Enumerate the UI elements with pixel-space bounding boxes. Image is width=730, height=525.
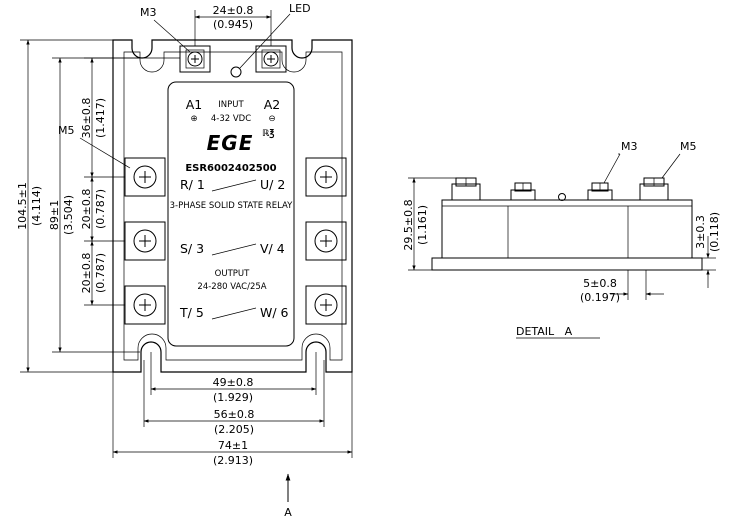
terminal-s3-label: S/ 3: [180, 241, 204, 256]
detail-title: DETAIL A: [516, 325, 573, 338]
dim-top-width-in: (0.945): [213, 18, 253, 31]
callout-m3-side: M3: [621, 140, 638, 153]
t5-w6-switch-line: [211, 307, 257, 320]
side-m5-left-terminal: [451, 177, 481, 201]
a1-plus-icon: ⊕: [190, 114, 197, 124]
s3-v4-switch-line: [211, 243, 257, 256]
terminal-w6: [305, 285, 347, 325]
view-arrow-label: A: [284, 506, 292, 519]
dim-w49-in: (1.929): [213, 391, 253, 404]
terminal-r1-label: R/ 1: [180, 177, 205, 192]
dim-top-width-mm: 24±0.8: [213, 4, 254, 17]
relay-side-view: M3 M5 29.5±0.8 (1.161) 3±0.3 (0.118) 5±0…: [402, 140, 721, 339]
dim-total-height-in: (4.114): [30, 186, 43, 226]
front-dimensions: 24±0.8 (0.945) M3 LED M5 104.5±1 (4.114)…: [16, 2, 353, 519]
side-housing: [441, 199, 693, 259]
output-title: OUTPUT: [215, 269, 250, 279]
dim-side-foot-mm: 5±0.8: [583, 277, 617, 290]
dim-side-base-in: (0.118): [708, 212, 721, 252]
dim-w56-mm: 56±0.8: [214, 408, 255, 421]
callout-m3-leader: [153, 19, 191, 53]
dim-w74-in: (2.913): [213, 454, 253, 467]
input-range: 4-32 VDC: [211, 114, 251, 124]
brand-logo: EGE: [207, 131, 254, 155]
side-m3-terminal-right: [587, 182, 613, 201]
callout-led: LED: [289, 2, 311, 15]
callout-led-leader: [239, 13, 291, 69]
dim-term-pitch1-in: (0.787): [94, 189, 107, 229]
side-base: [431, 257, 703, 271]
r1-u2-switch-line: [211, 179, 257, 192]
dim-w56-in: (2.205): [214, 423, 254, 436]
callout-m3-top: M3: [140, 6, 157, 19]
side-m5-right-terminal: [639, 177, 669, 201]
a2-label: A2: [264, 97, 281, 112]
cert-mark-icon: ℝ℥: [262, 129, 275, 139]
led-indicator: [230, 66, 242, 78]
dim-side-foot-in: (0.197): [580, 291, 620, 304]
side-led: [558, 193, 566, 201]
dim-hole-pitch-mm: 89±1: [48, 200, 61, 230]
relay-front-view: A1 ⊕ INPUT 4-32 VDC A2 ⊖ EGE ℝ℥ ESR60024…: [112, 39, 353, 373]
callout-m5-left: M5: [58, 124, 75, 137]
callout-m3-side-leader: [603, 153, 621, 184]
terminal-r1: [124, 157, 166, 197]
dim-term-pitch1-mm: 20±0.8: [80, 189, 93, 230]
terminal-t5-label: T/ 5: [179, 305, 204, 320]
terminal-u2-label: U/ 2: [260, 177, 285, 192]
side-m3-terminal-left: [510, 182, 536, 201]
a2-minus-icon: ⊖: [268, 114, 275, 124]
part-number: ESR6002402500: [185, 163, 276, 174]
product-description: 3-PHASE SOLID STATE RELAY: [170, 201, 294, 211]
dim-top-offset-mm: 36±0.8: [80, 98, 93, 139]
dim-side-height-in: (1.161): [416, 205, 429, 245]
dim-term-pitch2-mm: 20±0.8: [80, 253, 93, 294]
terminal-v4-label: V/ 4: [260, 241, 285, 256]
a1-label: A1: [186, 97, 203, 112]
dim-hole-pitch-in: (3.504): [62, 195, 75, 235]
relay-inner-body: [123, 51, 343, 361]
callout-m5-side: M5: [680, 140, 697, 153]
dim-side-base-mm: 3±0.3: [694, 215, 707, 249]
dim-w74-mm: 74±1: [218, 439, 248, 452]
dim-top-offset-in: (1.417): [94, 98, 107, 138]
callout-m5-leader: [79, 137, 131, 169]
terminal-s3: [124, 221, 166, 261]
dim-side-height-mm: 29.5±0.8: [402, 199, 415, 250]
label-panel: [167, 81, 295, 347]
input-title: INPUT: [218, 100, 244, 110]
terminal-u2: [305, 157, 347, 197]
dim-term-pitch2-in: (0.787): [94, 253, 107, 293]
terminal-w6-label: W/ 6: [260, 305, 289, 320]
dim-total-height-mm: 104.5±1: [16, 182, 29, 230]
output-range: 24-280 VAC/25A: [197, 282, 266, 292]
dim-w49-mm: 49±0.8: [213, 376, 254, 389]
callout-m5-side-leader: [661, 153, 681, 179]
terminal-v4: [305, 221, 347, 261]
